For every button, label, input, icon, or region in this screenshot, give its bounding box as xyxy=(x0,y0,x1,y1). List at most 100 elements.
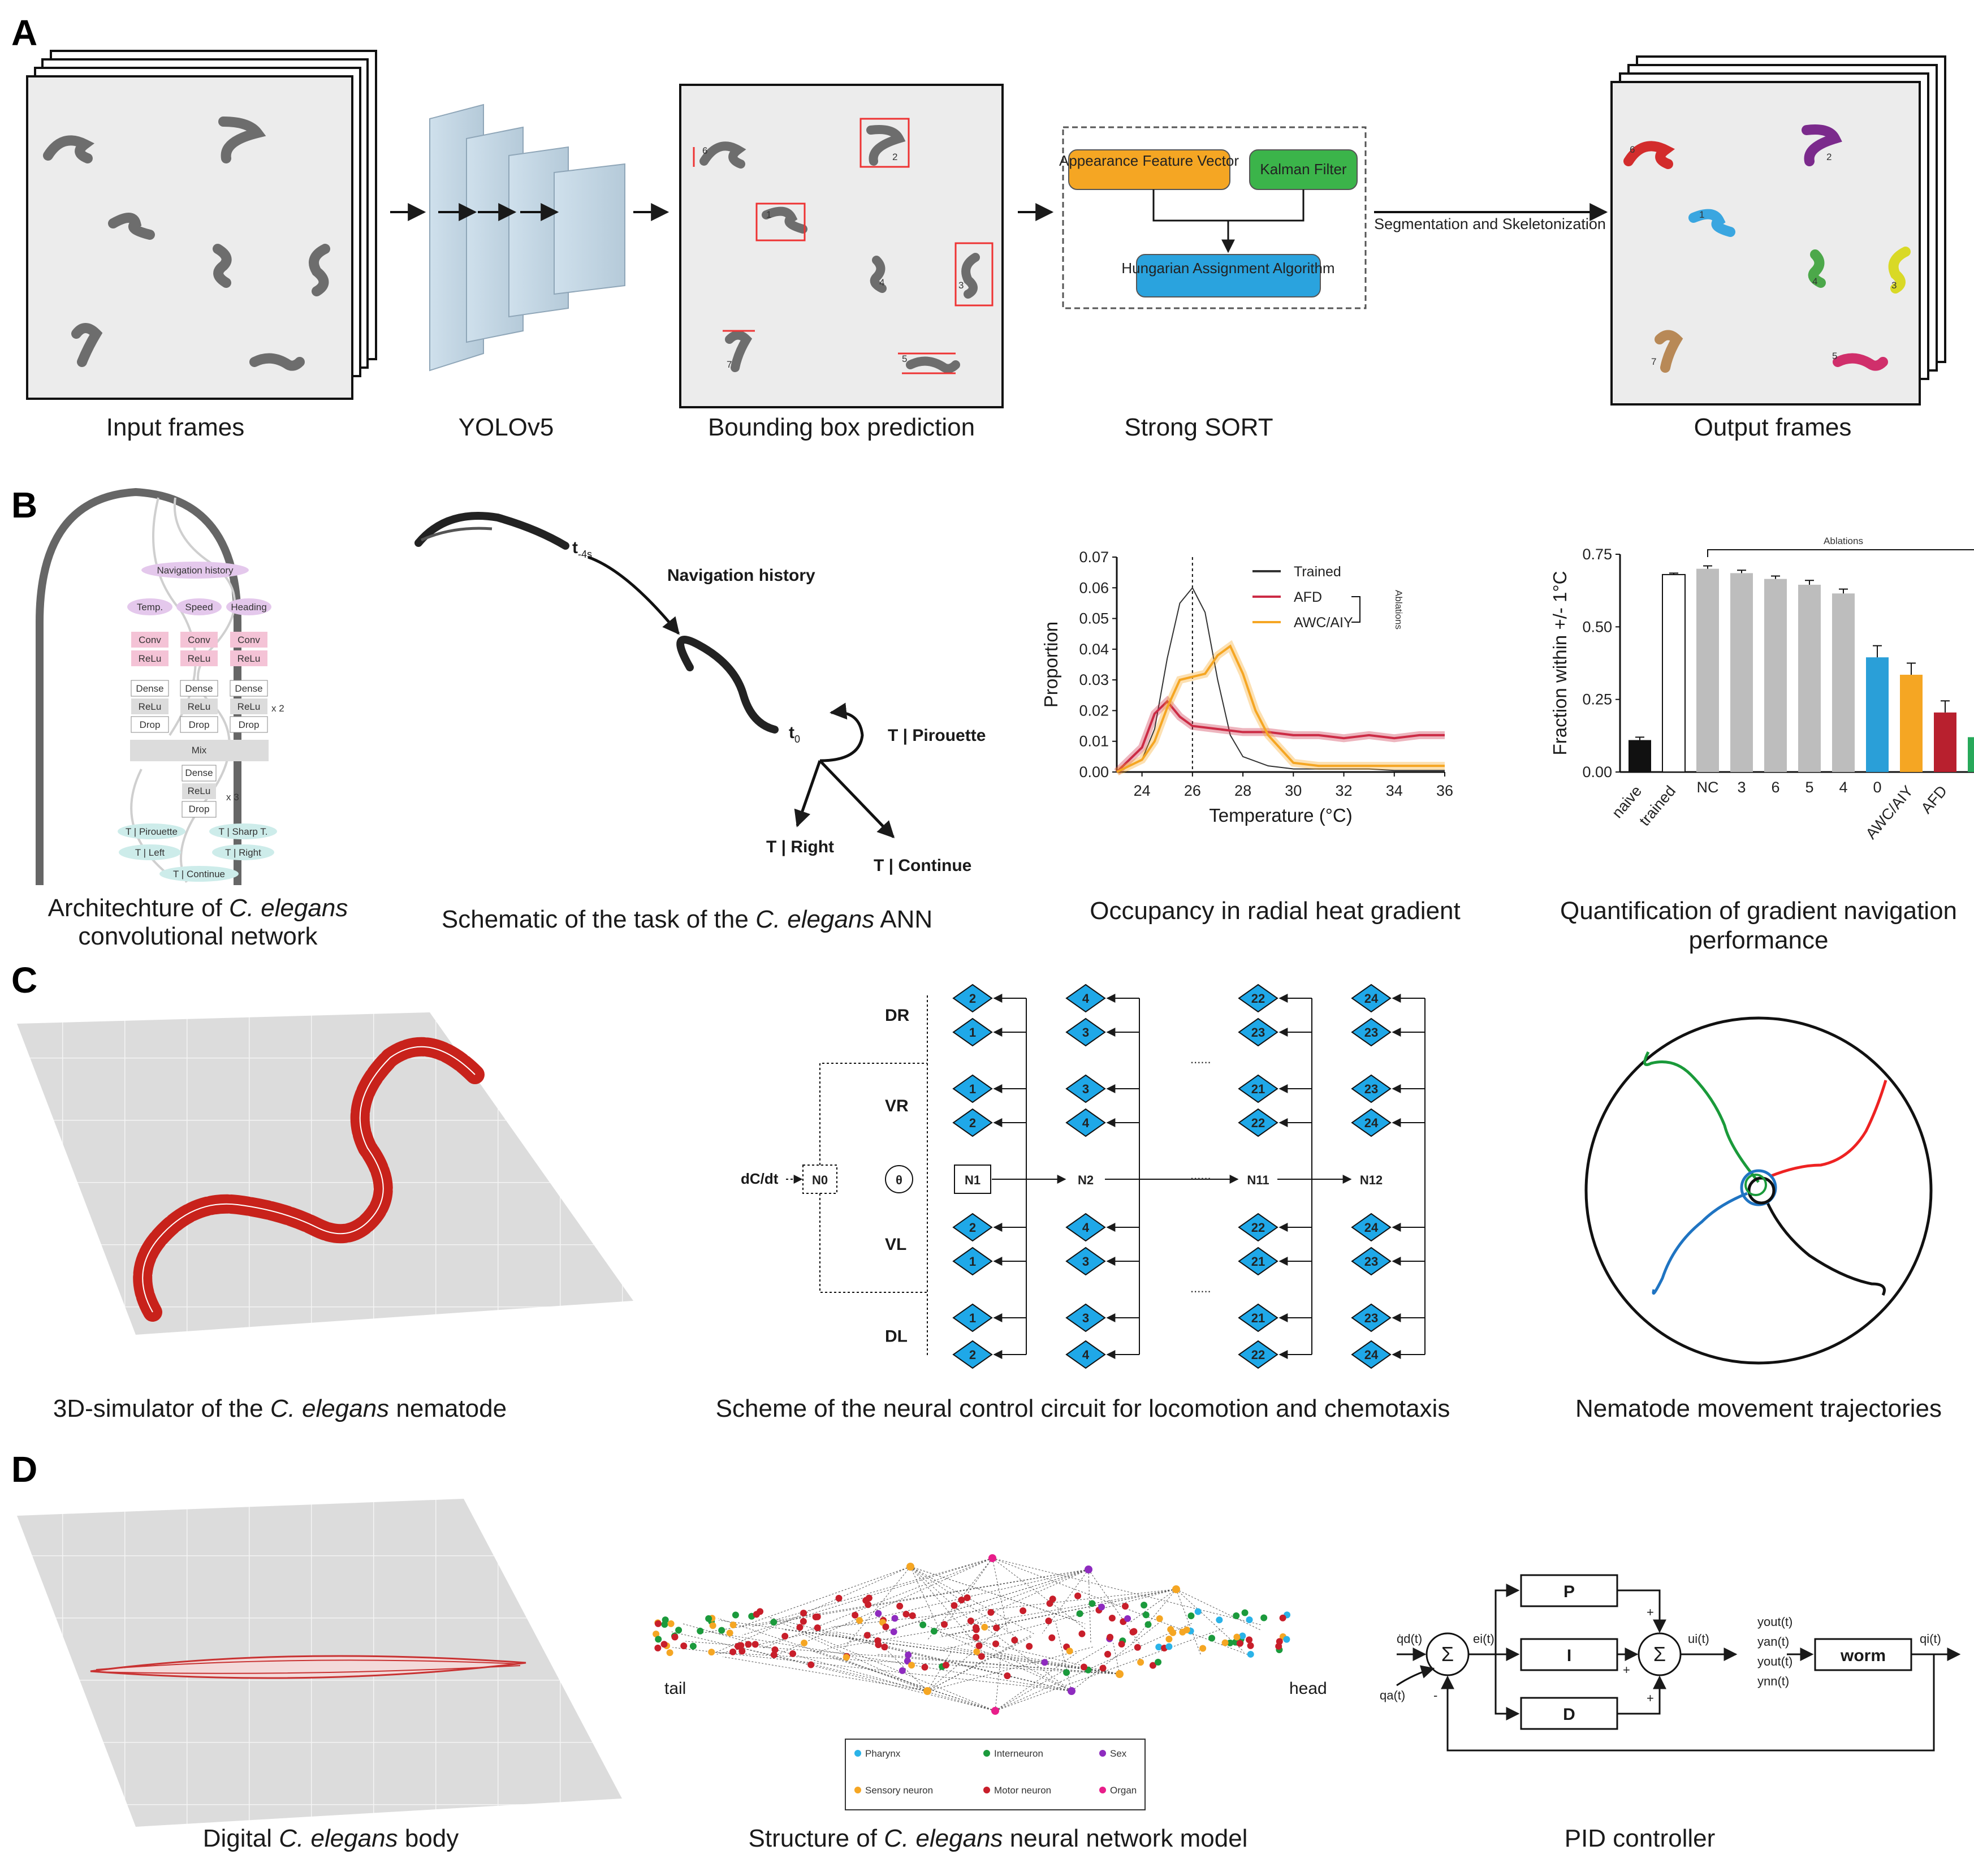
ablations-label: Ablations xyxy=(1393,590,1404,629)
arch-dense-2: Dense xyxy=(185,767,213,778)
ellipsis: ...... xyxy=(1190,1168,1211,1182)
motor-neuron-number: 1 xyxy=(969,1254,976,1269)
motor-neuron-number: 4 xyxy=(1082,1221,1090,1235)
network-node xyxy=(1155,1658,1162,1666)
network-node xyxy=(796,1624,804,1631)
trajectories-plot xyxy=(1584,1016,1933,1365)
network-node xyxy=(1194,1608,1202,1615)
bounding-box-frame: 6 2 1 4 3 7 5 xyxy=(679,84,1004,408)
x-tick-label: 28 xyxy=(1234,782,1251,799)
y-tick-label: 0.05 xyxy=(1079,610,1109,627)
network-node xyxy=(654,1644,662,1651)
bar xyxy=(1934,712,1956,772)
theta-node xyxy=(885,1165,913,1193)
motor-neuron-diamond xyxy=(1238,984,1278,1013)
arch-out-left: T | Left xyxy=(135,847,165,858)
panel-label-d: D xyxy=(11,1449,37,1490)
arch-relu2-label: ReLu xyxy=(188,701,211,712)
network-node xyxy=(1074,1592,1082,1599)
network-node xyxy=(930,1628,938,1635)
network-edge xyxy=(776,1558,993,1620)
strong-sort-box: Appearance Feature Vector Kalman Filter … xyxy=(1059,126,1367,309)
network-node xyxy=(1142,1611,1150,1619)
caption-output-frames: Output frames xyxy=(1694,413,1852,441)
arch-drop xyxy=(180,716,218,733)
bar xyxy=(1662,573,1686,773)
bar-category-label: 6 xyxy=(1771,779,1779,796)
caption-architecture-2: convolutional network xyxy=(78,922,318,950)
network-edge xyxy=(995,1650,1002,1711)
pid-p-block: P xyxy=(1563,1582,1575,1601)
arch-dense-label: Dense xyxy=(136,683,163,694)
network-edge xyxy=(801,1633,928,1692)
neuron-box xyxy=(1240,1165,1276,1193)
network-hub xyxy=(991,1707,999,1715)
network-node xyxy=(1239,1632,1246,1640)
network-node xyxy=(973,1633,980,1641)
caption-architecture-1: Architechture of C. elegans xyxy=(48,894,348,922)
legend-pharynx: Pharynx xyxy=(865,1748,901,1759)
network-node xyxy=(697,1627,704,1635)
network-edge xyxy=(833,1631,1120,1675)
legend-organ: Organ xyxy=(1110,1785,1137,1796)
network-node xyxy=(973,1626,980,1633)
network-node xyxy=(1004,1672,1011,1680)
network-node xyxy=(1088,1600,1096,1607)
motor-neuron-number: 22 xyxy=(1251,1348,1265,1362)
network-edge xyxy=(910,1566,973,1640)
motor-neuron-number: 23 xyxy=(1251,1025,1265,1040)
network-node xyxy=(1104,1650,1111,1658)
network-node xyxy=(1208,1635,1216,1642)
bar-y-tick-label: 0.25 xyxy=(1582,691,1612,708)
pid-ei: ei(t) xyxy=(1473,1632,1494,1646)
network-node xyxy=(1199,1645,1207,1652)
network-node xyxy=(951,1602,958,1609)
x-tick-label: 26 xyxy=(1184,782,1201,799)
network-node xyxy=(1247,1642,1254,1649)
bar xyxy=(1900,675,1923,772)
cnn-architecture: Navigation history Temp.ConvReLuDenseReL… xyxy=(36,488,284,885)
arch-drop xyxy=(230,716,268,733)
network-edge xyxy=(995,1651,1078,1711)
motor-neuron-number: 3 xyxy=(1082,1082,1089,1096)
arch-relu-label: ReLu xyxy=(237,653,261,664)
network-node xyxy=(856,1617,863,1624)
caption-digital-body: Digital C. elegans body xyxy=(203,1825,459,1852)
network-node xyxy=(753,1611,760,1618)
motor-neuron-diamond xyxy=(1351,1340,1392,1369)
network-node xyxy=(1046,1600,1053,1607)
network-node xyxy=(667,1620,675,1627)
network-node xyxy=(1260,1614,1268,1621)
arch-dense xyxy=(230,680,268,697)
network-node xyxy=(732,1611,739,1619)
pid-plus-1: + xyxy=(1647,1605,1654,1619)
network-node xyxy=(1167,1626,1174,1633)
motor-neuron-number: 3 xyxy=(1082,1311,1089,1325)
network-node xyxy=(1124,1615,1131,1622)
arch-mix: Mix xyxy=(192,745,207,756)
caption-trajectories: Nematode movement trajectories xyxy=(1575,1395,1942,1422)
bar-category-label: 5 xyxy=(1805,779,1813,796)
pid-controller: Σ Σ P I D worm q̇d(t) qa(t) ei(t) ui(t) … xyxy=(1380,1574,1961,1752)
network-edge xyxy=(947,1569,1089,1621)
neuron-box xyxy=(954,1165,991,1194)
arch-conv xyxy=(131,632,169,648)
network-node xyxy=(708,1649,715,1656)
network-node xyxy=(1236,1640,1243,1647)
motor-neuron-number: 2 xyxy=(969,1221,976,1235)
dcdt-label: dC/dt xyxy=(741,1170,779,1187)
network-node xyxy=(1041,1659,1048,1666)
network-edge xyxy=(992,1558,1086,1629)
pid-d-block: D xyxy=(1563,1705,1575,1724)
motor-neuron-number: 21 xyxy=(1251,1254,1265,1269)
x-tick-label: 34 xyxy=(1386,782,1403,799)
network-node xyxy=(875,1610,882,1617)
network-edge xyxy=(918,1621,1072,1692)
arch-dense xyxy=(180,680,218,697)
motor-neuron-number: 22 xyxy=(1251,1116,1265,1130)
input-frames-stack xyxy=(26,50,377,400)
n0-ventral-link xyxy=(819,1193,927,1293)
network-node xyxy=(863,1632,871,1639)
bar xyxy=(1968,737,1974,772)
